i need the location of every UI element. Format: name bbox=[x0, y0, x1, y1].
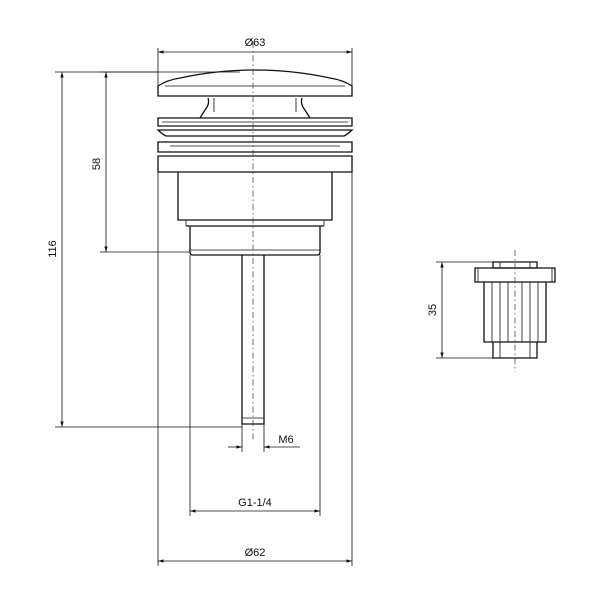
insert-height-label: 35 bbox=[427, 304, 439, 316]
upper-body bbox=[177, 172, 333, 221]
upper-body-step bbox=[185, 220, 325, 226]
threaded-body bbox=[189, 226, 321, 256]
dimension-bottom-diameter: Ø62 bbox=[157, 172, 353, 566]
dimension-overall-height: 116 bbox=[47, 71, 242, 428]
dimension-top-diameter: Ø63 bbox=[157, 37, 353, 86]
upper-height-label: 58 bbox=[91, 158, 103, 170]
dimension-body-thread: G1-1/4 bbox=[189, 255, 321, 516]
bottom-diameter-label: Ø62 bbox=[245, 547, 266, 559]
body-thread-label: G1-1/4 bbox=[238, 497, 272, 509]
dimension-upper-height: 58 bbox=[91, 71, 190, 253]
stem-thread-label: M6 bbox=[278, 434, 293, 446]
flange bbox=[156, 117, 354, 173]
neck-outline bbox=[199, 97, 311, 119]
dimension-insert-height: 35 bbox=[427, 261, 493, 359]
insert-side-view bbox=[474, 250, 556, 372]
overall-height-label: 116 bbox=[47, 240, 59, 258]
cap-outline bbox=[157, 69, 353, 97]
neck-inner bbox=[213, 98, 297, 112]
dimension-stem-thread: M6 bbox=[228, 424, 300, 452]
top-diameter-label: Ø63 bbox=[245, 37, 266, 49]
waste-main-view bbox=[156, 42, 354, 440]
